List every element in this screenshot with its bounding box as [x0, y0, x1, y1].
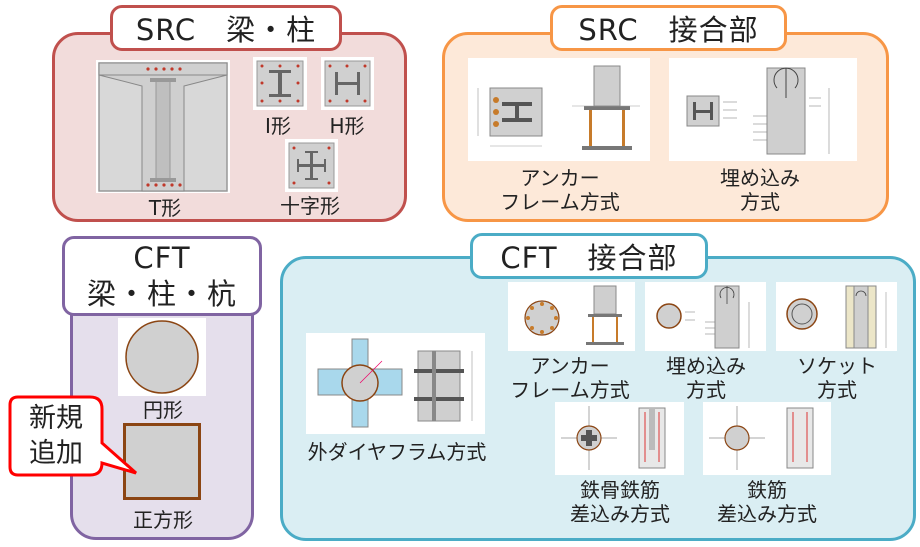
cft-beam-title-line2: 梁・柱・杭 — [86, 277, 237, 311]
cft-embedded-label-line2: 方式 — [686, 378, 726, 402]
src-embedded-label-line2: 方式 — [740, 190, 780, 214]
cft-embedded-label-line1: 埋め込み — [666, 354, 746, 378]
h-section-thumbnail — [321, 57, 374, 110]
src-anchor-frame-thumbnail — [468, 58, 650, 161]
cft-socket-label: ソケット 方式 — [778, 354, 896, 402]
cft-anchor-frame-label-line1: アンカー — [530, 354, 610, 378]
cft-rebar-insertion-label-line2: 差込み方式 — [717, 502, 817, 526]
i-section-label: I形 — [265, 114, 291, 138]
cft-steel-rebar-insertion-label-line2: 差込み方式 — [570, 502, 670, 526]
src-embedded-label-line1: 埋め込み — [720, 166, 800, 190]
circular-section-label: 円形 — [143, 398, 183, 422]
src-embedded-thumbnail — [669, 58, 857, 161]
i-section-thumbnail — [253, 57, 307, 110]
cft-beam-title-line1: CFT — [133, 241, 191, 275]
cft-joint-title: CFT 接合部 — [470, 233, 708, 279]
cft-steel-rebar-insertion-thumbnail — [555, 402, 684, 475]
cft-rebar-insertion-thumbnail — [703, 402, 831, 475]
cft-embedded-thumbnail — [645, 282, 766, 351]
src-anchor-frame-label: アンカー フレーム方式 — [490, 166, 630, 214]
t-section-label: T形 — [148, 196, 182, 220]
src-anchor-frame-label-line2: フレーム方式 — [500, 190, 620, 214]
square-section-label: 正方形 — [133, 508, 193, 532]
cft-steel-rebar-insertion-label-line1: 鉄骨鉄筋 — [580, 478, 660, 502]
cft-socket-label-line2: 方式 — [817, 378, 857, 402]
src-joint-title: SRC 接合部 — [550, 5, 787, 51]
cft-anchor-frame-label: アンカー フレーム方式 — [500, 354, 640, 402]
src-embedded-label: 埋め込み 方式 — [700, 166, 820, 214]
cft-beam-title: CFT 梁・柱・杭 — [62, 236, 262, 316]
src-anchor-frame-label-line1: アンカー — [520, 166, 600, 190]
cft-anchor-frame-thumbnail — [508, 282, 635, 351]
cft-rebar-insertion-label-line1: 鉄筋 — [747, 478, 787, 502]
cft-socket-label-line1: ソケット — [797, 354, 877, 378]
square-section-thumbnail — [123, 423, 201, 500]
cft-rebar-insertion-label: 鉄筋 差込み方式 — [700, 478, 834, 526]
cft-socket-thumbnail — [776, 282, 897, 351]
new-addition-callout: 新規 追加 — [8, 393, 140, 487]
circular-section-thumbnail — [118, 318, 206, 396]
cross-section-label: 十字形 — [280, 194, 340, 218]
cft-outer-diaphragm-label: 外ダイヤフラム方式 — [307, 440, 487, 464]
callout-line2: 追加 — [29, 438, 83, 469]
cft-embedded-label: 埋め込み 方式 — [646, 354, 766, 402]
src-beam-title: SRC 梁・柱 — [110, 5, 342, 51]
cft-anchor-frame-label-line2: フレーム方式 — [510, 378, 630, 402]
callout-text: 新規 追加 — [14, 401, 98, 471]
cft-steel-rebar-insertion-label: 鉄骨鉄筋 差込み方式 — [550, 478, 690, 526]
callout-line1: 新規 — [29, 403, 83, 434]
t-section-thumbnail — [96, 60, 230, 193]
cross-section-thumbnail — [285, 139, 338, 192]
cft-outer-diaphragm-thumbnail — [306, 333, 485, 434]
h-section-label: H形 — [329, 114, 365, 138]
